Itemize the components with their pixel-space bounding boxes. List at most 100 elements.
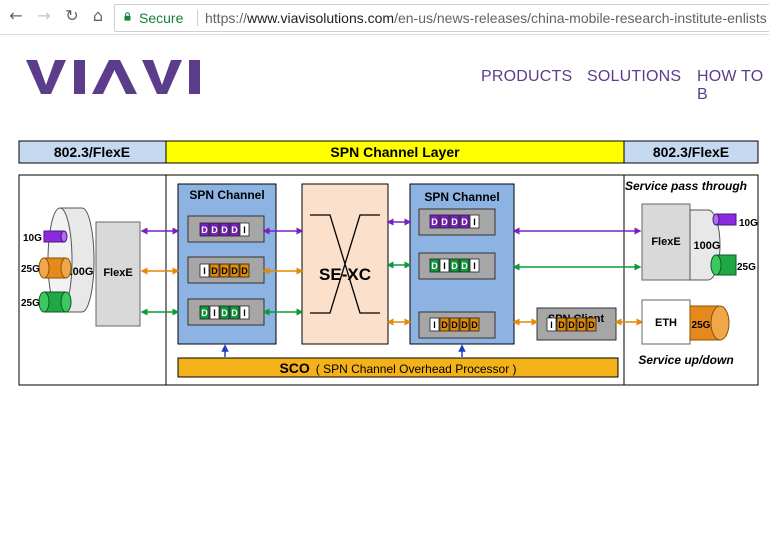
right-flexe-label: FlexE xyxy=(651,236,680,248)
frame-letter: I xyxy=(243,225,246,235)
frame-letter: D xyxy=(461,261,468,271)
frame-letter: D xyxy=(451,217,458,227)
frame-letter: I xyxy=(443,261,446,271)
frame-cell xyxy=(199,263,210,278)
viavi-logo[interactable] xyxy=(26,58,202,101)
frame-cell xyxy=(209,222,220,237)
frame-letter: D xyxy=(211,266,218,276)
left-port-25g-green xyxy=(38,291,72,313)
frame-letter: D xyxy=(588,320,595,330)
frame-cell xyxy=(209,263,220,278)
frame-letter: D xyxy=(201,308,208,318)
frame-cell xyxy=(439,214,450,229)
sco-label: SCO( SPN Channel Overhead Processor ) xyxy=(279,360,516,376)
frame-letter: D xyxy=(231,225,238,235)
frame-letter: I xyxy=(473,217,476,227)
frame-cell xyxy=(219,263,230,278)
frame-cell xyxy=(546,317,557,332)
frame-letter: D xyxy=(568,320,575,330)
left-port-label-2: 25G xyxy=(21,264,40,275)
frame-letter: I xyxy=(203,266,206,276)
frame-cell xyxy=(209,305,220,320)
frame-letter: D xyxy=(221,225,228,235)
forward-arrow-icon[interactable]: → xyxy=(37,6,51,25)
left-pipe-label: 100G xyxy=(67,266,94,278)
home-icon[interactable]: ⌂ xyxy=(92,6,104,25)
right-port-25g xyxy=(710,254,737,276)
frame-cell xyxy=(199,222,210,237)
frame-cell xyxy=(459,214,470,229)
right-port-label-2: 25G xyxy=(737,262,756,273)
address-separator xyxy=(197,10,198,26)
nav-products[interactable]: PRODUCTS xyxy=(481,68,573,85)
frame-cell xyxy=(219,305,230,320)
se-xc-crossover xyxy=(310,214,380,314)
nav-solutions[interactable]: SOLUTIONS xyxy=(587,68,682,85)
right-flexe-box xyxy=(641,203,691,281)
frame-cell xyxy=(556,317,567,332)
header-center-label: SPN Channel Layer xyxy=(330,144,460,160)
left-port-label-1: 10G xyxy=(23,233,42,244)
header-right-label: 802.3/FlexE xyxy=(653,144,729,160)
frame-cell xyxy=(199,305,210,320)
frame-letter: D xyxy=(471,320,478,330)
frame-cell xyxy=(566,317,577,332)
frame-cell xyxy=(229,263,240,278)
left-port-label-3: 25G xyxy=(21,298,40,309)
frame-letter: D xyxy=(221,266,228,276)
frame-cell xyxy=(229,222,240,237)
frame-cell xyxy=(239,222,250,237)
right-pipe-label: 100G xyxy=(694,240,721,252)
frame-cell xyxy=(469,317,480,332)
left-port-10g xyxy=(43,230,68,243)
url-scheme: https:// xyxy=(205,10,248,26)
frame-letter: D xyxy=(461,217,468,227)
spn-channel-left-label: SPN Channel xyxy=(189,188,264,202)
frame-letter: D xyxy=(451,320,458,330)
frame-cell xyxy=(439,317,450,332)
header-left-label: 802.3/FlexE xyxy=(54,144,130,160)
eth-pipe-label: 25G xyxy=(692,320,711,331)
frame-letter: D xyxy=(211,225,218,235)
browser-toolbar: ← → ↻ ⌂ Secure https://www.viavisolution… xyxy=(0,0,769,35)
eth-25g-pipe xyxy=(689,305,730,341)
frame-letter: I xyxy=(550,320,553,330)
back-arrow-icon[interactable]: ← xyxy=(9,6,23,25)
frame-cell xyxy=(229,305,240,320)
lock-icon xyxy=(124,12,131,21)
frame-cell xyxy=(586,317,597,332)
url-text[interactable]: https://www.viavisolutions.com/en-us/new… xyxy=(205,5,767,31)
header-right-box xyxy=(623,140,759,164)
frame-cell xyxy=(429,214,440,229)
address-bar[interactable]: Secure https://www.viavisolutions.com/en… xyxy=(114,4,769,32)
frame-letter: D xyxy=(451,261,458,271)
nav-how-to-buy[interactable]: HOW TO B xyxy=(697,68,764,103)
right-port-label-1: 10G xyxy=(739,218,758,229)
frame-cell xyxy=(239,263,250,278)
secure-label: Secure xyxy=(139,10,184,26)
left-port-25g-orange xyxy=(38,257,72,279)
frame-cell xyxy=(239,305,250,320)
frame-cell xyxy=(219,222,230,237)
frame-letter: D xyxy=(431,261,438,271)
reload-icon[interactable]: ↻ xyxy=(65,6,79,25)
frame-letter: D xyxy=(461,320,468,330)
frame-letter: D xyxy=(441,217,448,227)
frame-letter: D xyxy=(558,320,565,330)
frame-letter: D xyxy=(431,217,438,227)
url-host: www.viavisolutions.com xyxy=(247,10,395,26)
frame-letter: D xyxy=(201,225,208,235)
frame-letter: D xyxy=(578,320,585,330)
frame-cell xyxy=(439,258,450,273)
frame-letter: D xyxy=(231,266,238,276)
left-flexe-box xyxy=(95,221,141,327)
frame-cell xyxy=(459,317,470,332)
frame-cell xyxy=(469,258,480,273)
eth-box xyxy=(641,299,691,345)
service-updown-label: Service up/down xyxy=(638,353,733,367)
frame-letter: I xyxy=(213,308,216,318)
frame-cell xyxy=(429,258,440,273)
se-xc-label: SE-XC xyxy=(319,265,371,284)
